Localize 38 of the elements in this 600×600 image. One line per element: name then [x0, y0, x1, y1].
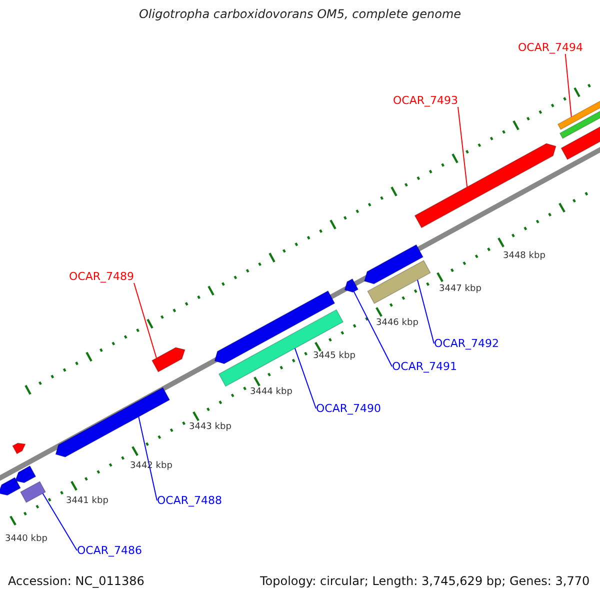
leader-line — [458, 106, 468, 188]
scale-label: 3445 kbp — [313, 350, 356, 363]
gene-block — [367, 260, 431, 304]
leader-line — [138, 416, 158, 501]
scale-label: 3443 kbp — [189, 421, 232, 434]
gene-block — [364, 244, 424, 284]
gene-block — [14, 465, 36, 484]
leader-line — [353, 291, 392, 367]
gene-label: OCAR_7494 — [518, 41, 584, 54]
gene-label: OCAR_7489 — [69, 270, 134, 283]
gene-label: OCAR_7491 — [392, 360, 458, 373]
scale-label: 3444 kbp — [250, 386, 292, 399]
footer-text: Accession: NC_011386 — [8, 575, 144, 588]
leader-line — [42, 492, 78, 551]
scale-label: 3446 kbp — [376, 317, 418, 330]
gene-block — [344, 278, 359, 293]
gene-label: OCAR_7488 — [157, 494, 222, 507]
gene-label: OCAR_7492 — [434, 337, 500, 350]
gene-label: OCAR_7486 — [77, 544, 142, 557]
gene-block — [55, 387, 170, 458]
gene-block — [20, 480, 46, 504]
leader-line — [417, 279, 434, 344]
gene-block — [414, 143, 556, 228]
title: Oligotropha carboxidovorans OM5, complete genome — [138, 8, 462, 21]
scale-label: 3440 kbp — [5, 533, 48, 546]
footer-text: Topology: circular; Length: 3,745,629 bp; Genes: 3,770 — [260, 575, 590, 588]
scale-label: 3447 kbp — [439, 283, 482, 296]
gene-block — [12, 442, 26, 454]
gene-block — [0, 476, 22, 496]
gene-block — [151, 347, 186, 372]
leader-line — [294, 348, 316, 409]
scale-label: 3441 kbp — [66, 495, 108, 508]
gene-label: OCAR_7493 — [393, 94, 458, 107]
scale-label: 3448 kbp — [503, 250, 546, 263]
leader-line — [134, 282, 157, 359]
gene-label: OCAR_7490 — [316, 402, 382, 415]
leader-line — [564, 54, 572, 118]
gene-block — [214, 290, 336, 364]
